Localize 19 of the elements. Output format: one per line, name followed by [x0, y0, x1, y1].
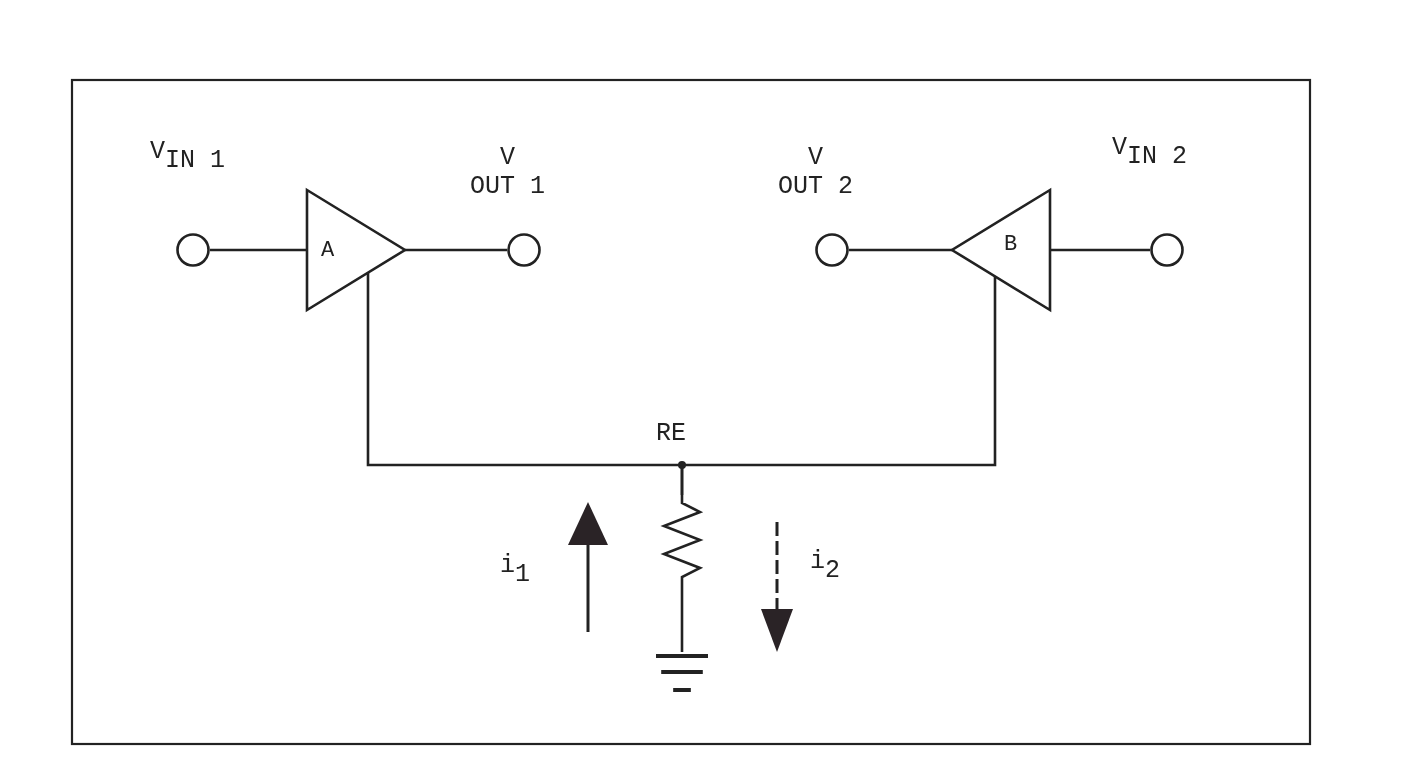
resistor-symbol — [662, 495, 702, 595]
terminal-circle — [507, 233, 541, 267]
resistor-label: RE — [656, 420, 686, 449]
terminal-circle — [1150, 233, 1184, 267]
amplifier-triangle — [952, 190, 1050, 310]
terminal-circle — [815, 233, 849, 267]
wire — [1050, 248, 1150, 252]
amplifier-letter: B — [1004, 232, 1018, 258]
wire — [210, 248, 307, 252]
amplifier-triangle — [307, 190, 405, 310]
wire — [680, 276, 997, 495]
wire — [405, 248, 507, 252]
ground-symbol — [656, 652, 708, 692]
pin-label: V OUT 2 — [778, 144, 853, 202]
amplifier-letter: A — [321, 238, 335, 264]
wire — [849, 248, 952, 252]
terminal-circle — [176, 233, 210, 267]
pin-label: V OUT 1 — [470, 144, 545, 202]
wire — [680, 595, 684, 652]
